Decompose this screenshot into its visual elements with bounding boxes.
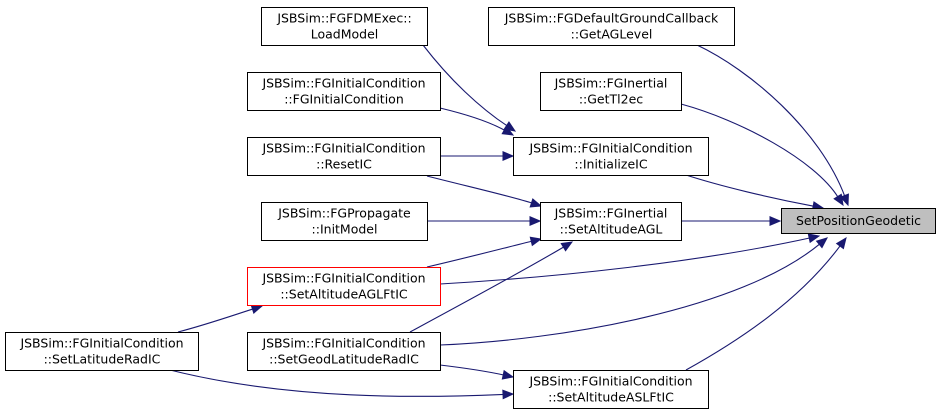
node-label-line: ::SetAltitudeASLFtIC [548, 390, 674, 405]
node-n10[interactable]: JSBSim::FGInitialCondition::SetAltitudeA… [247, 267, 441, 306]
node-label-line: ::SetAltitudeAGL [560, 222, 663, 237]
node-n9[interactable]: SetPositionGeodetic [781, 208, 936, 234]
node-n6[interactable]: JSBSim::FGInitialCondition::InitializeIC [513, 137, 709, 176]
edge-n3-n6 [439, 107, 515, 136]
arrow-head-icon [529, 236, 543, 247]
edge-line [409, 246, 565, 333]
node-label-line: ::GetTl2ec [579, 92, 643, 107]
edge-n12-n9 [439, 237, 828, 346]
node-box [513, 137, 709, 176]
node-box [540, 72, 682, 111]
node-n5[interactable]: JSBSim::FGInitialCondition::ResetIC [247, 137, 441, 176]
node-label-line: LoadModel [311, 27, 379, 42]
node-n2[interactable]: JSBSim::FGDefaultGroundCallback::GetAGLe… [488, 7, 735, 46]
node-label-line: JSBSim::FGInertial [554, 76, 668, 91]
edge-n12-n8 [409, 241, 574, 333]
edge-line [685, 244, 842, 371]
node-layer: JSBSim::FGFDMExec::LoadModel JSBSim::FGDe… [5, 7, 936, 409]
node-label-line: JSBSim::FGInitialCondition [261, 76, 425, 91]
node-label-line: JSBSim::FGInitialCondition [19, 336, 183, 351]
edge-line [177, 308, 254, 333]
edge-line [696, 44, 846, 197]
node-label-line: SetPositionGeodetic [796, 213, 921, 228]
edge-layer [169, 44, 849, 400]
node-box [247, 332, 441, 371]
node-label-line: ::GetAGLevel [571, 27, 653, 42]
arrow-head-icon [501, 125, 515, 136]
arrow-head-icon [833, 193, 844, 207]
edge-line [439, 107, 506, 132]
node-box [247, 267, 441, 306]
node-label-line: JSBSim::FGPropagate [277, 206, 411, 221]
arrow-head-icon [501, 369, 515, 380]
edge-n12-n13 [439, 364, 515, 380]
node-box [261, 7, 428, 46]
edge-n11-n10 [177, 304, 264, 333]
edge-line [169, 369, 505, 397]
node-box [247, 137, 441, 176]
arrow-head-icon [502, 151, 515, 161]
node-n13[interactable]: JSBSim::FGInitialCondition::SetAltitudeA… [513, 370, 709, 409]
arrow-head-icon [529, 198, 543, 208]
arrow-head-icon [250, 304, 264, 314]
node-label-line: JSBSim::FGInertial [554, 206, 668, 221]
edge-line [439, 243, 821, 346]
edge-n13-n9 [685, 236, 847, 371]
arrow-head-icon [560, 241, 574, 252]
edge-line [422, 44, 508, 127]
edge-n2-n9 [696, 44, 849, 207]
edge-line [439, 237, 811, 285]
edge-line [426, 175, 533, 204]
arrow-head-icon [807, 233, 821, 244]
node-label-line: JSBSim::FGInitialCondition [261, 271, 425, 286]
node-label-line: JSBSim::FGInitialCondition [528, 141, 692, 156]
edge-n6-n9 [685, 174, 825, 211]
arrow-head-icon [502, 389, 515, 400]
node-n11[interactable]: JSBSim::FGInitialCondition::SetLatitudeR… [5, 332, 199, 371]
arrow-head-icon [769, 216, 782, 226]
edge-line [439, 364, 505, 376]
edge-line [680, 103, 839, 198]
node-n1[interactable]: JSBSim::FGFDMExec::LoadModel [261, 7, 428, 46]
node-n7[interactable]: JSBSim::FGPropagate::InitModel [261, 202, 428, 241]
node-label-line: ::SetAltitudeAGLFtIC [280, 287, 408, 302]
node-label-line: ::FGInitialCondition [284, 92, 404, 107]
node-n4[interactable]: JSBSim::FGInertial::GetTl2ec [540, 72, 682, 111]
node-label-line: ::InitModel [312, 222, 378, 237]
node-label-line: ::ResetIC [316, 157, 372, 172]
node-label-line: JSBSim::FGInitialCondition [261, 336, 425, 351]
node-box [513, 370, 709, 409]
node-n3[interactable]: JSBSim::FGInitialCondition::FGInitialCon… [247, 72, 441, 111]
edge-line [685, 174, 815, 207]
edge-line [426, 240, 533, 268]
edge-n5-n8 [426, 175, 543, 208]
node-box [5, 332, 199, 371]
node-label-line: JSBSim::FGDefaultGroundCallback [504, 11, 719, 26]
node-box [781, 208, 936, 234]
edge-n8-n9 [681, 216, 782, 226]
arrow-head-icon [529, 216, 542, 226]
node-label-line: JSBSim::FGFDMExec:: [276, 11, 411, 26]
arrow-head-icon [839, 193, 849, 207]
edge-n4-n9 [680, 103, 844, 207]
node-box [540, 202, 682, 241]
edge-n5-n6 [440, 151, 515, 161]
node-n8[interactable]: JSBSim::FGInertial::SetAltitudeAGL [540, 202, 682, 241]
edge-n11-n13 [169, 369, 515, 400]
node-label-line: JSBSim::FGInitialCondition [528, 374, 692, 389]
arrow-head-icon [835, 236, 847, 250]
node-label-line: JSBSim::FGInitialCondition [261, 141, 425, 156]
node-label-line: ::SetLatitudeRadIC [44, 352, 161, 367]
edge-n10-n9 [439, 233, 821, 285]
node-n12[interactable]: JSBSim::FGInitialCondition::SetGeodLatit… [247, 332, 441, 371]
arrow-head-icon [815, 237, 828, 249]
edge-n10-n8 [426, 236, 543, 268]
node-box [261, 202, 428, 241]
node-label-line: ::SetGeodLatitudeRadIC [269, 352, 419, 367]
edge-n7-n8 [427, 216, 542, 226]
node-box [247, 72, 441, 111]
node-box [488, 7, 735, 46]
node-label-line: ::InitializeIC [574, 157, 647, 172]
